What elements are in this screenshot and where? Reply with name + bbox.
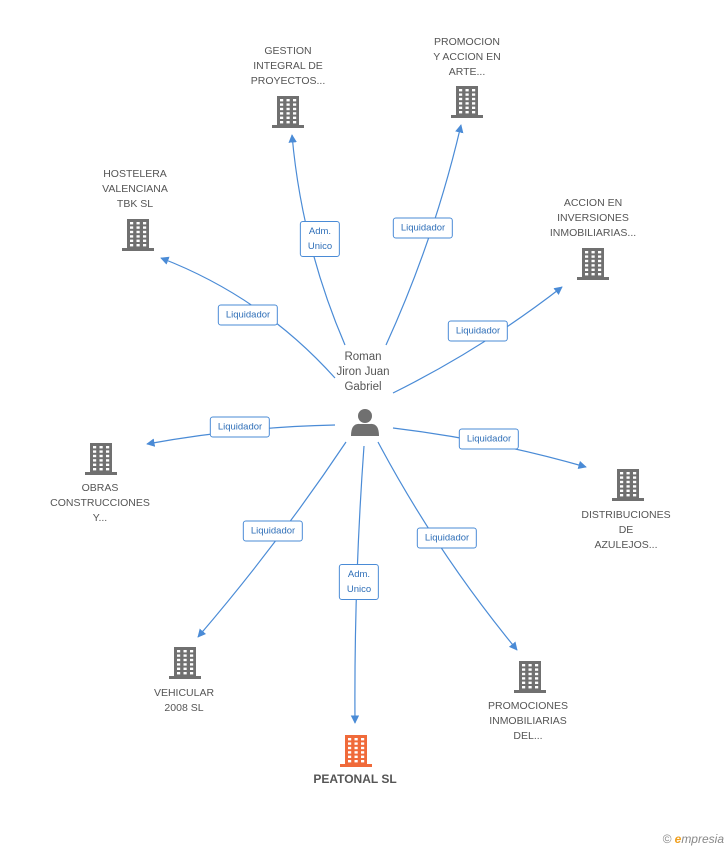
building-icon[interactable] (169, 647, 201, 679)
edge-promociones-inmob (377, 441, 518, 651)
building-icon[interactable] (85, 443, 117, 475)
edge-role-label: Liquidador (416, 527, 478, 549)
edge-role-label: Adm. Unico (299, 221, 341, 257)
company-label-gestion[interactable]: GESTION INTEGRAL DE PROYECTOS... (250, 45, 326, 87)
company-label-hostelera[interactable]: HOSTELERA VALENCIANA TBK SL (102, 168, 168, 210)
company-label-obras[interactable]: OBRAS CONSTRUCCIONES Y... (50, 482, 150, 524)
person-name-label[interactable]: Roman Jiron Juan Gabriel (336, 351, 390, 393)
building-icon[interactable] (514, 661, 546, 693)
edge-vehicular (197, 441, 347, 638)
footer-brand: © empresia (662, 832, 724, 846)
edge-role-label: Liquidador (447, 320, 509, 342)
edge-role-label: Liquidador (392, 217, 454, 239)
company-label-peatonal[interactable]: PEATONAL SL (313, 772, 397, 786)
building-icon[interactable] (340, 735, 372, 767)
company-label-vehicular[interactable]: VEHICULAR 2008 SL (153, 687, 215, 714)
building-icon[interactable] (577, 248, 609, 280)
copyright-symbol: © (662, 832, 672, 846)
building-icon[interactable] (122, 219, 154, 251)
company-label-accion-inversiones[interactable]: ACCION EN INVERSIONES INMOBILIARIAS... (549, 197, 637, 239)
edge-role-label: Adm. Unico (338, 564, 380, 600)
company-label-promociones-inmob[interactable]: PROMOCIONES INMOBILIARIAS DEL... (488, 700, 568, 742)
person-icon[interactable] (351, 409, 379, 436)
company-label-promocion-accion[interactable]: PROMOCION Y ACCION EN ARTE... (433, 36, 501, 78)
brand-name: mpresia (681, 832, 724, 846)
building-icon[interactable] (612, 469, 644, 501)
edge-role-label: Liquidador (242, 520, 304, 542)
edge-accion-inversiones (392, 286, 563, 394)
edge-role-label: Liquidador (217, 304, 279, 326)
building-icon[interactable] (272, 96, 304, 128)
brand-initial: e (674, 832, 682, 846)
edge-role-label: Liquidador (458, 428, 520, 450)
edge-role-label: Liquidador (209, 416, 271, 438)
building-icon[interactable] (451, 86, 483, 118)
company-label-distribuciones[interactable]: DISTRIBUCIONES DE AZULEJOS... (581, 509, 671, 551)
